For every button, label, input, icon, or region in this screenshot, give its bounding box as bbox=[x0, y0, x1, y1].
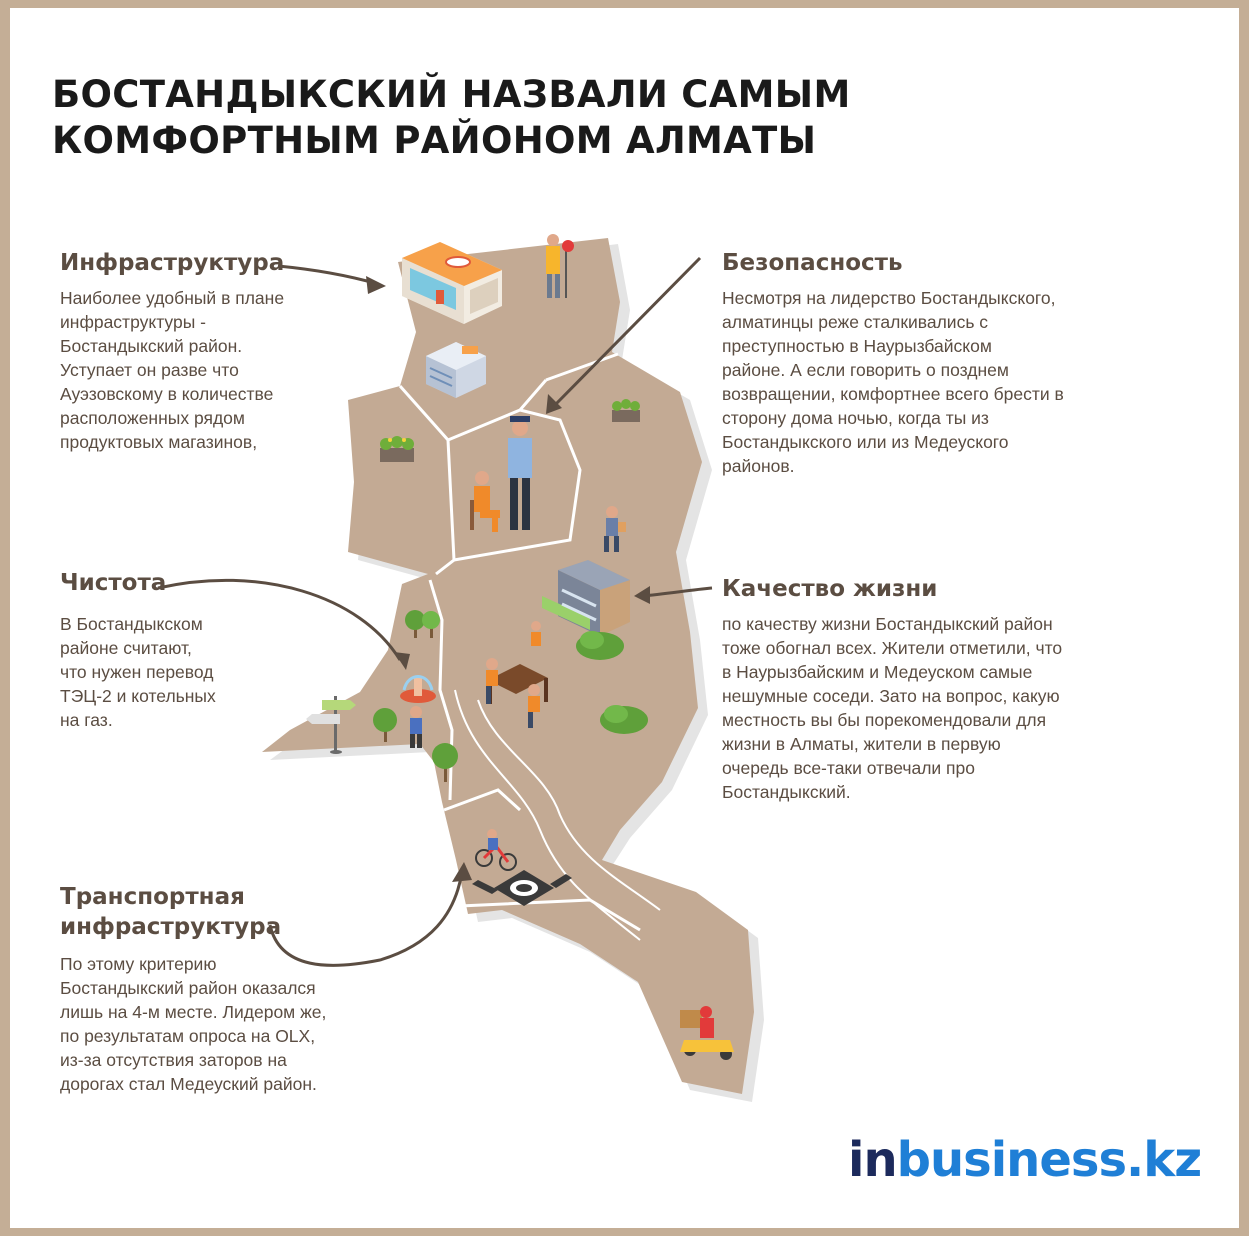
safety-line: районов. bbox=[722, 456, 795, 476]
safety-text: Несмотря на лидерство Бостандыкского, ал… bbox=[722, 286, 1064, 478]
road-strip-2 bbox=[477, 699, 661, 911]
transport-line: дорогах стал Медеуский район. bbox=[60, 1074, 317, 1094]
transport-line: из-за отсутствия заторов на bbox=[60, 1050, 287, 1070]
fountain-icon bbox=[400, 675, 436, 748]
traffic-guard-icon bbox=[546, 234, 574, 298]
arrow-heads bbox=[366, 276, 650, 882]
infrastructure-heading: Инфраструктура bbox=[60, 250, 285, 276]
safety-line: возвращении, комфортнее всего брести в bbox=[722, 384, 1064, 404]
quality-line: нешумные соседи. Зато на вопрос, какую bbox=[722, 686, 1060, 706]
transport-line: лишь на 4-м месте. Лидером же, bbox=[60, 1002, 327, 1022]
road-strip bbox=[454, 689, 641, 941]
apartment-building-icon bbox=[542, 560, 630, 636]
inbusiness-logo: inbusiness.kz bbox=[848, 1130, 1203, 1190]
tree-icon bbox=[405, 610, 440, 638]
safety-line: сторону дома ночью, когда ты из bbox=[722, 408, 989, 428]
cleanliness-line: на газ. bbox=[60, 710, 113, 730]
transport-line: Бостандыкский район оказался bbox=[60, 978, 316, 998]
quality-line: жизни в Алматы, жители в первую bbox=[722, 734, 1001, 754]
infrastructure-line: Бостандыкский район. bbox=[60, 336, 243, 356]
infrastructure-line: Уступает он разве что bbox=[60, 360, 239, 380]
infrastructure-line: продуктовых магазинов, bbox=[60, 432, 258, 452]
quality-heading: Качество жизни bbox=[722, 576, 938, 602]
cyclist-icon bbox=[475, 829, 517, 871]
shop-building-icon bbox=[402, 242, 502, 324]
quality-line: Бостандыкский. bbox=[722, 782, 851, 802]
page-title-line-2: КОМФОРТНЫМ РАЙОНОМ АЛМАТЫ bbox=[52, 119, 817, 162]
tree-icon-3 bbox=[432, 743, 458, 782]
safety-heading: Безопасность bbox=[722, 250, 903, 276]
quality-line: очередь все-таки отвечали про bbox=[722, 758, 975, 778]
cleanliness-heading: Чистота bbox=[60, 570, 167, 596]
walker-icon bbox=[604, 506, 626, 552]
quality-line: местность вы бы порекомендовали для bbox=[722, 710, 1047, 730]
tree-icon-2 bbox=[373, 708, 397, 742]
safety-line: районе. А если говорить о позднем bbox=[722, 360, 1009, 380]
transport-text: По этому критерию Бостандыкский район ок… bbox=[60, 952, 326, 1096]
transport-line: по результатам опроса на OLX, bbox=[60, 1026, 316, 1046]
infrastructure-line: расположенных рядом bbox=[60, 408, 245, 428]
bush-icon-2 bbox=[600, 705, 648, 734]
infrastructure-line: Наиболее удобный в плане bbox=[60, 288, 285, 308]
safety-line: алматинцы реже сталкивались с bbox=[722, 312, 989, 332]
police-officer-icon bbox=[508, 416, 532, 530]
infrastructure-line: инфраструктуры - bbox=[60, 312, 206, 332]
roundabout-icon bbox=[472, 870, 572, 906]
cleanliness-line: районе считают, bbox=[60, 638, 192, 658]
flower-box-icon bbox=[380, 436, 414, 462]
cleanliness-text: В Бостандыкском районе считают, что нуже… bbox=[60, 612, 216, 732]
office-building-icon bbox=[426, 342, 486, 398]
cleanliness-line: что нужен перевод bbox=[60, 662, 214, 682]
infrastructure-text: Наиболее удобный в плане инфраструктуры … bbox=[60, 286, 284, 454]
page-title: БОСТАНДЫКСКИЙ НАЗВАЛИ САМЫМ КОМФОРТНЫМ Р… bbox=[52, 72, 952, 164]
safety-line: преступностью в Наурызбайском bbox=[722, 336, 992, 356]
safety-line: Несмотря на лидерство Бостандыкского, bbox=[722, 288, 1056, 308]
logo-part-business: business.kz bbox=[896, 1132, 1203, 1188]
cleanliness-line: В Бостандыкском bbox=[60, 614, 203, 634]
prisoner-icon bbox=[470, 471, 500, 532]
quality-line: тоже обогнал всех. Жители отметили, что bbox=[722, 638, 1063, 658]
courier-scooter-icon bbox=[680, 1006, 734, 1060]
transport-heading-line-1: Транспортная bbox=[60, 884, 245, 910]
transport-line: По этому критерию bbox=[60, 954, 217, 974]
bush-icon bbox=[576, 631, 624, 660]
quality-line: в Наурызбайским и Медеуском самые bbox=[722, 662, 1033, 682]
quality-line: по качеству жизни Бостандыкский район bbox=[722, 614, 1053, 634]
cleanliness-line: ТЭЦ-2 и котельных bbox=[60, 686, 216, 706]
quality-text: по качеству жизни Бостандыкский район то… bbox=[722, 612, 1062, 804]
page-title-line-1: БОСТАНДЫКСКИЙ НАЗВАЛИ САМЫМ bbox=[52, 73, 851, 116]
movers-icon bbox=[486, 621, 548, 728]
safety-line: Бостандыкского или из Медеуского bbox=[722, 432, 1009, 452]
transport-heading-line-2: инфраструктура bbox=[60, 914, 282, 940]
flower-box-icon-2 bbox=[612, 399, 640, 422]
infrastructure-line: Ауэзовскому в количестве bbox=[60, 384, 274, 404]
logo-part-in: in bbox=[848, 1132, 898, 1188]
annotation-arrows bbox=[157, 256, 713, 967]
signpost-icon bbox=[306, 696, 356, 754]
